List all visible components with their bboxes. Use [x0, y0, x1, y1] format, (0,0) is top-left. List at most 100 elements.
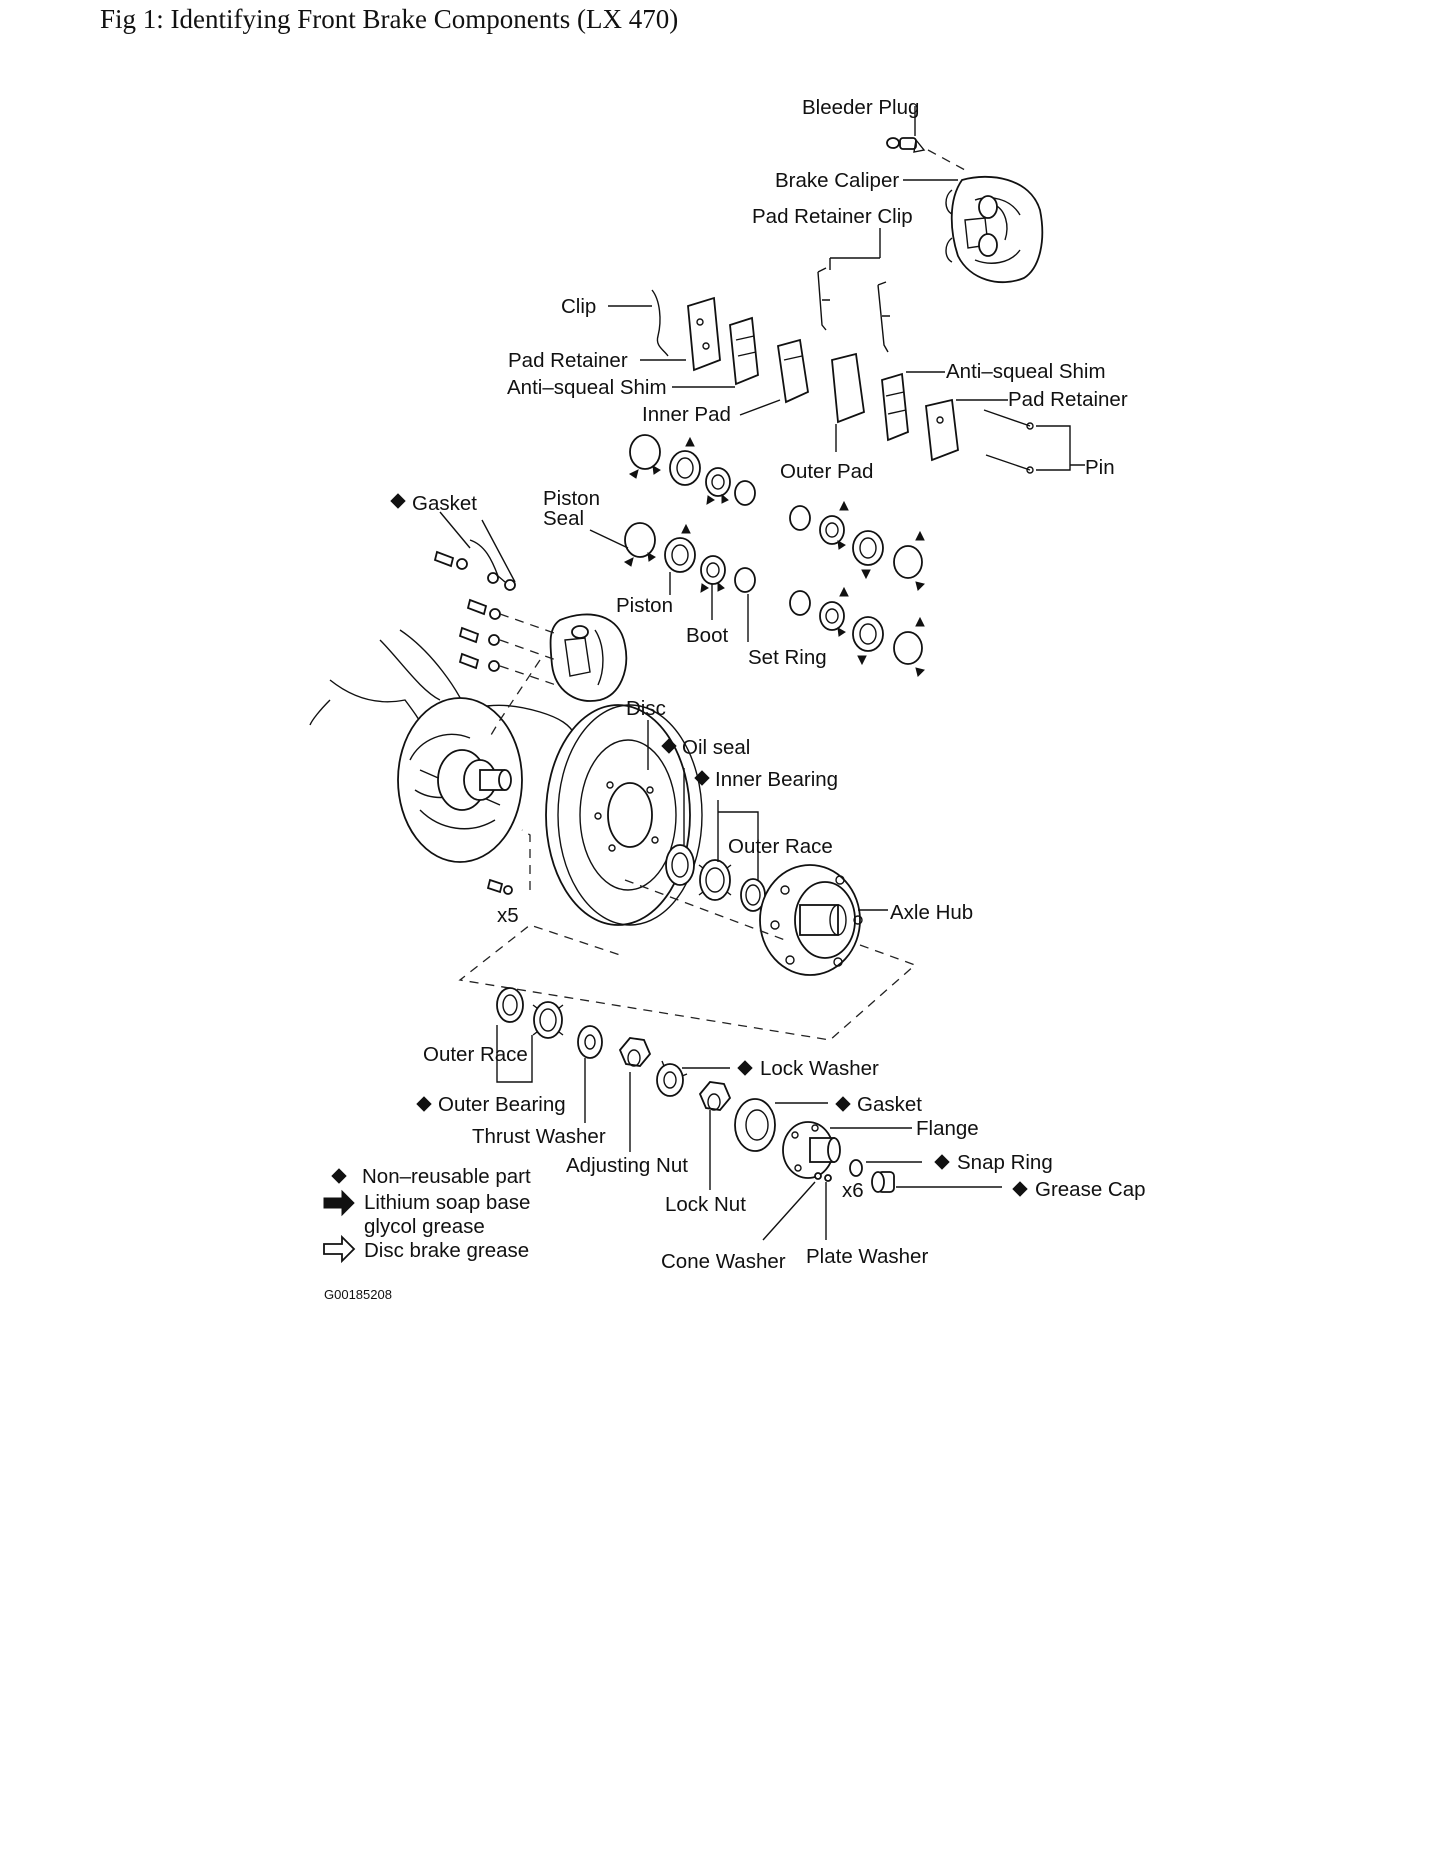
pad-retainer-left-part: [687, 296, 721, 372]
inner-bearing-part: [698, 859, 732, 901]
legend-lithium-line1: Lithium soap base: [364, 1191, 530, 1214]
label-gasket-top: Gasket: [412, 492, 477, 515]
legend-non-reusable: Non–reusable part: [362, 1165, 531, 1188]
legend: Non–reusable part Lithium soap base glyc…: [323, 1165, 531, 1264]
outer-pad-part: [831, 352, 865, 424]
label-lock-nut: Lock Nut: [665, 1193, 746, 1216]
pin-parts: [983, 409, 1034, 474]
anti-squeal-shim-left-part: [729, 316, 759, 386]
label-outer-race-bottom: Outer Race: [423, 1043, 528, 1066]
pad-retainer-right-part: [925, 398, 959, 462]
brake-caliper-part: [945, 175, 1044, 284]
label-outer-pad: Outer Pad: [780, 460, 873, 483]
page-title: Fig 1: Identifying Front Brake Component…: [100, 4, 679, 34]
diamond-icon: [390, 493, 406, 509]
bolt-dash-lines: [499, 613, 561, 686]
piston-set-upper-left: [629, 434, 756, 506]
label-lock-washer: Lock Washer: [760, 1057, 879, 1080]
pad-retainer-clip-leader: [829, 228, 881, 270]
caliper-mount-dash: [487, 659, 541, 741]
piston-set-lower-right: [789, 590, 923, 665]
outline-arrow-icon: [323, 1234, 356, 1264]
diamond-icon: [694, 770, 710, 786]
label-plate-washer: Plate Washer: [806, 1245, 928, 1268]
diamond-icon: [331, 1168, 347, 1184]
inner-pad-leader: [739, 399, 781, 416]
flange-part: [782, 1121, 841, 1179]
disc-bolt-part: [486, 878, 513, 895]
label-piston-seal-line2: Seal: [543, 507, 584, 530]
label-set-ring: Set Ring: [748, 646, 827, 669]
label-flange: Flange: [916, 1117, 979, 1140]
clip-part: [651, 289, 669, 357]
inner-pad-part: [776, 338, 809, 404]
cone-washer-leader: [762, 1181, 816, 1241]
disc-bolt-dash: [521, 829, 531, 890]
label-axle-hub: Axle Hub: [890, 901, 973, 924]
adjusting-nut-part: [618, 1037, 652, 1067]
cone-plate-washer-parts: [814, 1172, 832, 1182]
inner-bearing-outer-race-leader: [717, 800, 759, 880]
oil-seal-part: [665, 844, 695, 886]
snap-ring-part: [849, 1159, 863, 1177]
label-adjusting-nut: Adjusting Nut: [566, 1154, 688, 1177]
label-pad-retainer-left: Pad Retainer: [508, 349, 628, 372]
lock-washer-part: [656, 1060, 688, 1097]
piston-set-upper-right: [789, 505, 923, 579]
bleeder-plug-part: [886, 137, 926, 153]
label-x5: x5: [497, 904, 519, 927]
lock-nut-part: [698, 1081, 732, 1111]
pin-leader: [1036, 425, 1085, 471]
label-brake-caliper: Brake Caliper: [775, 169, 899, 192]
label-piston: Piston: [616, 594, 673, 617]
legend-disc-brake-grease: Disc brake grease: [364, 1239, 529, 1262]
label-oil-seal: Oil seal: [682, 736, 750, 759]
bleeder-dash-line: [927, 149, 966, 171]
diamond-icon: [934, 1154, 950, 1170]
piston-seal-leader: [589, 529, 629, 549]
label-outer-race-top: Outer Race: [728, 835, 833, 858]
legend-lithium-line2: glycol grease: [364, 1215, 485, 1238]
label-snap-ring: Snap Ring: [957, 1151, 1053, 1174]
steering-knuckle-part: [309, 629, 576, 863]
label-cone-washer: Cone Washer: [661, 1250, 786, 1273]
gasket-bolt-parts: [433, 539, 516, 672]
hub-assembly-dash: [458, 879, 917, 1041]
axle-hub-part: [759, 864, 863, 976]
outer-bearing-part: [532, 1001, 564, 1039]
grease-cap-part: [871, 1171, 895, 1193]
gasket-top-leader: [439, 511, 516, 583]
diamond-icon: [835, 1096, 851, 1112]
label-disc: Disc: [626, 697, 666, 720]
label-pin: Pin: [1085, 456, 1115, 479]
label-anti-squeal-shim-right: Anti–squeal Shim: [946, 360, 1106, 383]
label-outer-bearing: Outer Bearing: [438, 1093, 566, 1116]
lithium-grease-arrow-marks: [624, 436, 925, 677]
mounted-caliper-part: [549, 613, 628, 702]
label-inner-bearing: Inner Bearing: [715, 768, 838, 791]
label-boot: Boot: [686, 624, 728, 647]
label-thrust-washer: Thrust Washer: [472, 1125, 606, 1148]
label-piston-seal-line1: Piston: [543, 487, 600, 510]
diamond-icon: [661, 738, 677, 754]
anti-squeal-shim-right-part: [881, 372, 909, 442]
pad-retainer-clip-parts: [817, 267, 890, 353]
outer-race-outer-bearing-leader: [496, 1025, 533, 1083]
disc-part: [545, 704, 703, 926]
label-pad-retainer-clip: Pad Retainer Clip: [752, 205, 913, 228]
figure-code: G00185208: [324, 1287, 392, 1302]
outer-race-top-part: [740, 878, 766, 912]
thrust-washer-part: [577, 1025, 603, 1059]
diamond-icon: [1012, 1181, 1028, 1197]
solid-arrow-icon: [323, 1189, 355, 1217]
label-inner-pad: Inner Pad: [642, 403, 731, 426]
label-anti-squeal-shim-left: Anti–squeal Shim: [507, 376, 667, 399]
diamond-icon: [416, 1096, 432, 1112]
label-bleeder-plug: Bleeder Plug: [802, 96, 919, 119]
outer-race-bottom-part: [496, 987, 524, 1023]
label-grease-cap: Grease Cap: [1035, 1178, 1146, 1201]
diamond-icon: [737, 1060, 753, 1076]
gasket-bottom-part: [734, 1098, 776, 1152]
label-gasket-bottom: Gasket: [857, 1093, 922, 1116]
